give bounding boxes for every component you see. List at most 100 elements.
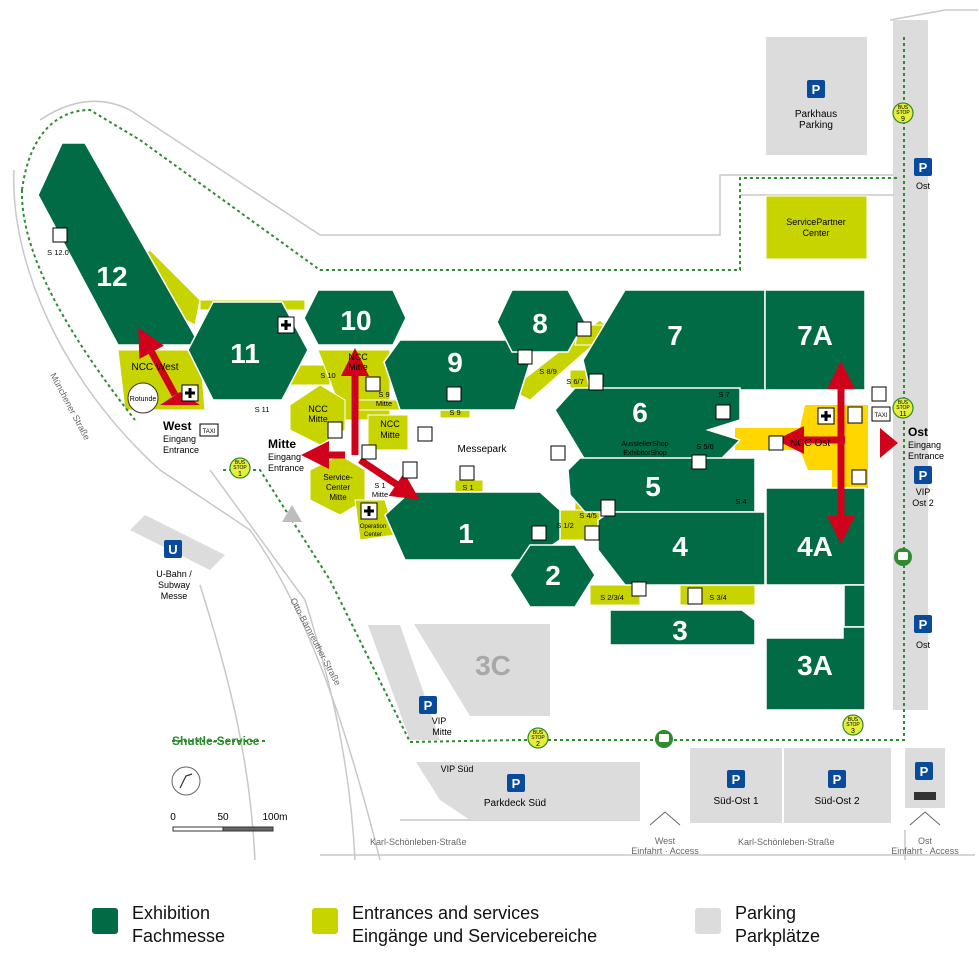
west-access-label-1: West bbox=[655, 836, 676, 846]
ncc-mitte-right-label-1: NCC bbox=[380, 419, 400, 429]
scale-zero: 0 bbox=[170, 812, 176, 823]
parking-sign-ost-top: P bbox=[914, 158, 932, 176]
shuttle-bus-icon bbox=[655, 730, 673, 748]
hall-2 bbox=[509, 544, 596, 608]
service-center-label-2: Center bbox=[326, 483, 350, 492]
taxi-sign: TAXI bbox=[871, 406, 891, 422]
ost-entrance-title: Ost bbox=[908, 425, 928, 439]
parkdeck-sued-label: Parkdeck Süd bbox=[484, 798, 546, 809]
service-point: S 3/4 bbox=[709, 593, 727, 602]
svg-text:1: 1 bbox=[238, 471, 242, 478]
ubahn-sign: U bbox=[164, 540, 182, 558]
legend-swatch-service bbox=[312, 908, 338, 934]
service-point: S 11 bbox=[255, 405, 270, 414]
aussteller-shop-label: AusstellerShop bbox=[621, 441, 668, 448]
svg-text:P: P bbox=[812, 82, 821, 97]
svg-text:BUS: BUS bbox=[898, 105, 909, 111]
svg-text:11: 11 bbox=[899, 411, 906, 418]
first-aid-icon bbox=[277, 316, 295, 334]
service-icons: TAXI TAXI bbox=[52, 227, 941, 826]
hall-5 bbox=[567, 457, 756, 513]
shuttle-bus-icon bbox=[894, 548, 912, 566]
vip-sued-label: VIP Süd bbox=[441, 764, 474, 774]
sued-ost-2-label: Süd-Ost 2 bbox=[814, 796, 859, 807]
service-point: S 7 bbox=[718, 390, 729, 399]
hall-4-label: 4 bbox=[672, 531, 688, 562]
legend-parking-line1: Parking bbox=[735, 903, 797, 923]
cafe-icon bbox=[531, 525, 547, 541]
hall-3a-label: 3A bbox=[797, 650, 833, 681]
scale-bar: 0 50 100m bbox=[170, 812, 288, 832]
legend-service: Entrances and services Eingänge und Serv… bbox=[312, 902, 597, 948]
sued-ost-1-label: Süd-Ost 1 bbox=[713, 796, 758, 807]
svg-text:P: P bbox=[919, 468, 928, 483]
svg-text:P: P bbox=[512, 776, 521, 791]
ost-access-label-2: Einfahrt · Access bbox=[891, 846, 959, 856]
otto-strasse-label: Otto-Bärnreuther-Straße bbox=[288, 596, 343, 687]
restroom-icon bbox=[402, 461, 418, 479]
svg-text:BUS: BUS bbox=[898, 400, 909, 406]
restaurant-icon bbox=[600, 499, 616, 517]
parking-sign-parkdeck-sued: P bbox=[507, 774, 525, 792]
cafe-icon bbox=[446, 386, 462, 402]
legend-parking-line2: Parkplätze bbox=[735, 926, 821, 946]
svg-text:P: P bbox=[919, 160, 928, 175]
west-entrance-title: West bbox=[163, 419, 191, 433]
first-aid-icon bbox=[817, 407, 835, 425]
restaurant-icon bbox=[687, 587, 703, 605]
construction-icon bbox=[282, 505, 302, 522]
shuttle-route bbox=[20, 37, 905, 744]
restaurant-icon bbox=[847, 406, 863, 424]
ncc-mitte-right-area bbox=[367, 414, 409, 451]
svg-text:STOP: STOP bbox=[896, 405, 910, 411]
access-west-arrow bbox=[649, 811, 681, 826]
parking-sign-ost-bottom: P bbox=[914, 615, 932, 633]
legend-exhibition-line1: Exhibition bbox=[132, 903, 211, 923]
parking-areas bbox=[130, 20, 945, 823]
restaurant-icon bbox=[588, 373, 604, 391]
area-labels: NCC West Rotunde NCC Mitte NCC Mitte NCC… bbox=[127, 109, 934, 809]
ost-bottom-label: Ost bbox=[916, 640, 931, 650]
karl-strasse-label-1: Karl-Schönleben-Straße bbox=[370, 837, 467, 847]
grill-icon bbox=[550, 445, 566, 461]
service-point: S 2/3/4 bbox=[600, 593, 624, 602]
legend-service-line2: Eingänge und Servicebereiche bbox=[352, 926, 598, 946]
ncc-mitte-top-label-1: NCC bbox=[348, 352, 368, 362]
exhibition-halls bbox=[37, 142, 866, 711]
hall-10 bbox=[303, 289, 407, 346]
cafe-icon bbox=[851, 469, 867, 485]
servicepartner-label-2: Center bbox=[802, 228, 829, 238]
svg-text:U: U bbox=[168, 542, 177, 557]
ncc-mitte-left-label-2: Mitte bbox=[308, 414, 328, 424]
ost-access-label-1: Ost bbox=[918, 836, 933, 846]
service-point: Mitte bbox=[376, 399, 392, 408]
cafe-icon bbox=[691, 454, 707, 470]
ost-parking-strip bbox=[893, 20, 928, 710]
ost-top-label: Ost bbox=[916, 181, 931, 191]
servicepartner-label-1: ServicePartner bbox=[786, 217, 846, 227]
first-aid-icon bbox=[181, 384, 199, 402]
parking-sign-sued-ost-1: P bbox=[727, 770, 745, 788]
ubahn-label-2: Subway bbox=[158, 580, 191, 590]
cafe-icon bbox=[631, 581, 647, 597]
vip-ost-label-2: Ost 2 bbox=[912, 498, 934, 508]
ncc-ost-label: NCC Ost bbox=[790, 438, 830, 449]
svg-text:BUS: BUS bbox=[235, 460, 246, 466]
exhibitor-shop-label: ExhibitorShop bbox=[623, 450, 667, 457]
hall-3-label: 3 bbox=[672, 615, 688, 646]
road-outlines bbox=[13, 9, 978, 861]
scale-mid: 50 bbox=[217, 812, 229, 823]
hall-12 bbox=[37, 142, 202, 346]
hall-11-label: 11 bbox=[230, 338, 260, 369]
parking-sign-vip-mitte: P bbox=[419, 696, 437, 714]
svg-text:STOP: STOP bbox=[233, 465, 247, 471]
west-entrance-sub2: Entrance bbox=[163, 445, 199, 455]
svg-text:2: 2 bbox=[536, 741, 540, 748]
first-aid-icon bbox=[360, 502, 378, 520]
operation-center-label-2: Center bbox=[364, 532, 382, 538]
parking-sign-bus: P bbox=[915, 762, 933, 780]
hall-7-label: 7 bbox=[667, 320, 683, 351]
messepark-label: Messepark bbox=[458, 444, 508, 455]
hall-numbers: 12 11 10 9 8 7 7A 6 5 4 4A 3 3A 3C 2 1 bbox=[96, 261, 832, 681]
ost-entrance-sub1: Eingang bbox=[908, 440, 941, 450]
